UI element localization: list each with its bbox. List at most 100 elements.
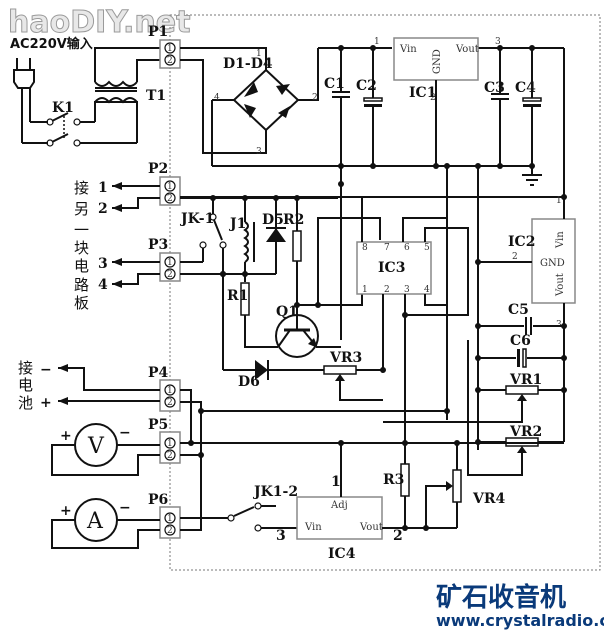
ic2-regulator: Vin GND Vout [531, 218, 576, 304]
label-c5: C5 [508, 302, 529, 318]
potentiometer-vr3 [323, 365, 383, 401]
connector-p3: 12 [159, 252, 181, 282]
svg-text:另: 另 [74, 200, 89, 218]
svg-text:池: 池 [18, 394, 33, 412]
relay-contact-jk1 [180, 198, 227, 370]
capacitor-c4 [522, 48, 542, 175]
potentiometer-vr1 [383, 385, 564, 423]
voltmeter-icon: V [51, 423, 160, 476]
label-bridge: D1-D4 [223, 56, 273, 72]
label-c4: C4 [515, 80, 536, 96]
svg-text:GND: GND [432, 49, 443, 74]
label-q1: Q1 [276, 304, 298, 320]
svg-text:Vout: Vout [455, 44, 479, 55]
svg-text:GND: GND [540, 258, 565, 269]
label-battery: 接 电 池 [18, 359, 33, 412]
svg-text:A: A [86, 509, 104, 534]
ammeter-plus: + [60, 503, 72, 519]
ammeter-minus: − [119, 500, 131, 516]
svg-text:2: 2 [430, 93, 436, 103]
capacitor-c5 [478, 317, 564, 335]
label-r2: R2 [283, 212, 304, 228]
label-jk1: JK-1 [179, 211, 214, 227]
connector-p2: 12 [159, 176, 181, 206]
svg-text:1: 1 [556, 196, 562, 206]
svg-text:Vout: Vout [555, 273, 566, 297]
relay-contact-jk12 [180, 502, 297, 532]
watermark-crystalradio-title: 矿石收音机 [436, 582, 566, 613]
resistor-r3 [400, 443, 410, 528]
connector-p5: 12 [159, 431, 181, 464]
diode-d5 [266, 198, 286, 274]
label-c1: C1 [324, 76, 345, 92]
battery-plus: + [40, 395, 52, 411]
svg-text:路: 路 [74, 276, 89, 294]
ic1-regulator: Vin Vout GND [393, 37, 479, 166]
transistor-q1 [275, 305, 341, 358]
label-ic1: IC1 [409, 85, 436, 101]
svg-text:1: 1 [167, 258, 173, 268]
label-vr3: VR3 [329, 350, 362, 366]
label-k1: K1 [52, 100, 74, 116]
label-vr2: VR2 [509, 424, 542, 440]
watermark-crystalradio-url: www.crystalradio.cn [436, 611, 604, 630]
capacitor-c3 [491, 48, 509, 166]
label-c6: C6 [510, 333, 531, 349]
svg-text:6: 6 [404, 243, 410, 253]
ic4-pin-2: 2 [393, 528, 403, 544]
connector-p6: 12 [159, 506, 181, 539]
svg-text:V: V [87, 434, 105, 459]
board-outline [169, 14, 601, 571]
svg-text:2: 2 [167, 451, 173, 461]
svg-text:2: 2 [384, 285, 390, 295]
svg-text:2: 2 [167, 56, 173, 66]
svg-text:板: 板 [74, 294, 89, 312]
resistor-r2 [292, 198, 302, 305]
potentiometer-vr2 [467, 340, 564, 476]
svg-text:1: 1 [167, 182, 173, 192]
output-4: 4 [98, 277, 108, 293]
connector-p1: 12 [159, 39, 181, 69]
ic4-regulator: Adj Vin Vout [296, 443, 457, 540]
diode-d6 [223, 360, 324, 380]
label-p5: P5 [148, 417, 168, 433]
output-1: 1 [98, 180, 108, 196]
ic4-pin-1: 1 [331, 474, 341, 490]
label-p4: P4 [148, 365, 169, 381]
svg-text:4: 4 [424, 285, 430, 295]
battery-minus: − [40, 362, 52, 378]
svg-text:3: 3 [495, 37, 501, 47]
svg-text:Vin: Vin [304, 522, 322, 533]
label-vr1: VR1 [509, 372, 542, 388]
resistor-r1 [240, 282, 278, 348]
label-d5: D5 [262, 212, 284, 228]
capacitor-c2 [363, 48, 383, 166]
label-other-board: 接 另 一 块 电 路 板 [74, 179, 89, 312]
label-p6: P6 [148, 492, 168, 508]
svg-text:2: 2 [167, 398, 173, 408]
svg-text:Vin: Vin [555, 231, 566, 249]
ground-icon [522, 174, 542, 186]
bridge-rectifier [211, 48, 319, 166]
svg-text:一: 一 [74, 221, 89, 239]
output-3: 3 [98, 256, 108, 272]
svg-text:Adj: Adj [330, 500, 348, 511]
svg-text:7: 7 [384, 243, 390, 253]
svg-text:2: 2 [167, 194, 173, 204]
label-j1: J1 [228, 216, 246, 232]
svg-text:Vout: Vout [359, 522, 383, 533]
svg-text:2: 2 [167, 526, 173, 536]
transformer-t1 [94, 47, 160, 143]
capacitor-c6 [478, 348, 564, 368]
svg-text:接: 接 [74, 179, 89, 197]
label-t1: T1 [146, 88, 166, 104]
svg-text:3: 3 [256, 147, 262, 157]
potentiometer-vr4 [425, 443, 462, 528]
svg-text:4: 4 [214, 93, 220, 103]
label-ic4: IC4 [328, 546, 356, 562]
svg-text:3: 3 [404, 285, 410, 295]
label-r1: R1 [227, 288, 248, 304]
svg-text:电: 电 [74, 257, 89, 275]
watermark-haodiy: haoDIY.net [8, 5, 190, 40]
